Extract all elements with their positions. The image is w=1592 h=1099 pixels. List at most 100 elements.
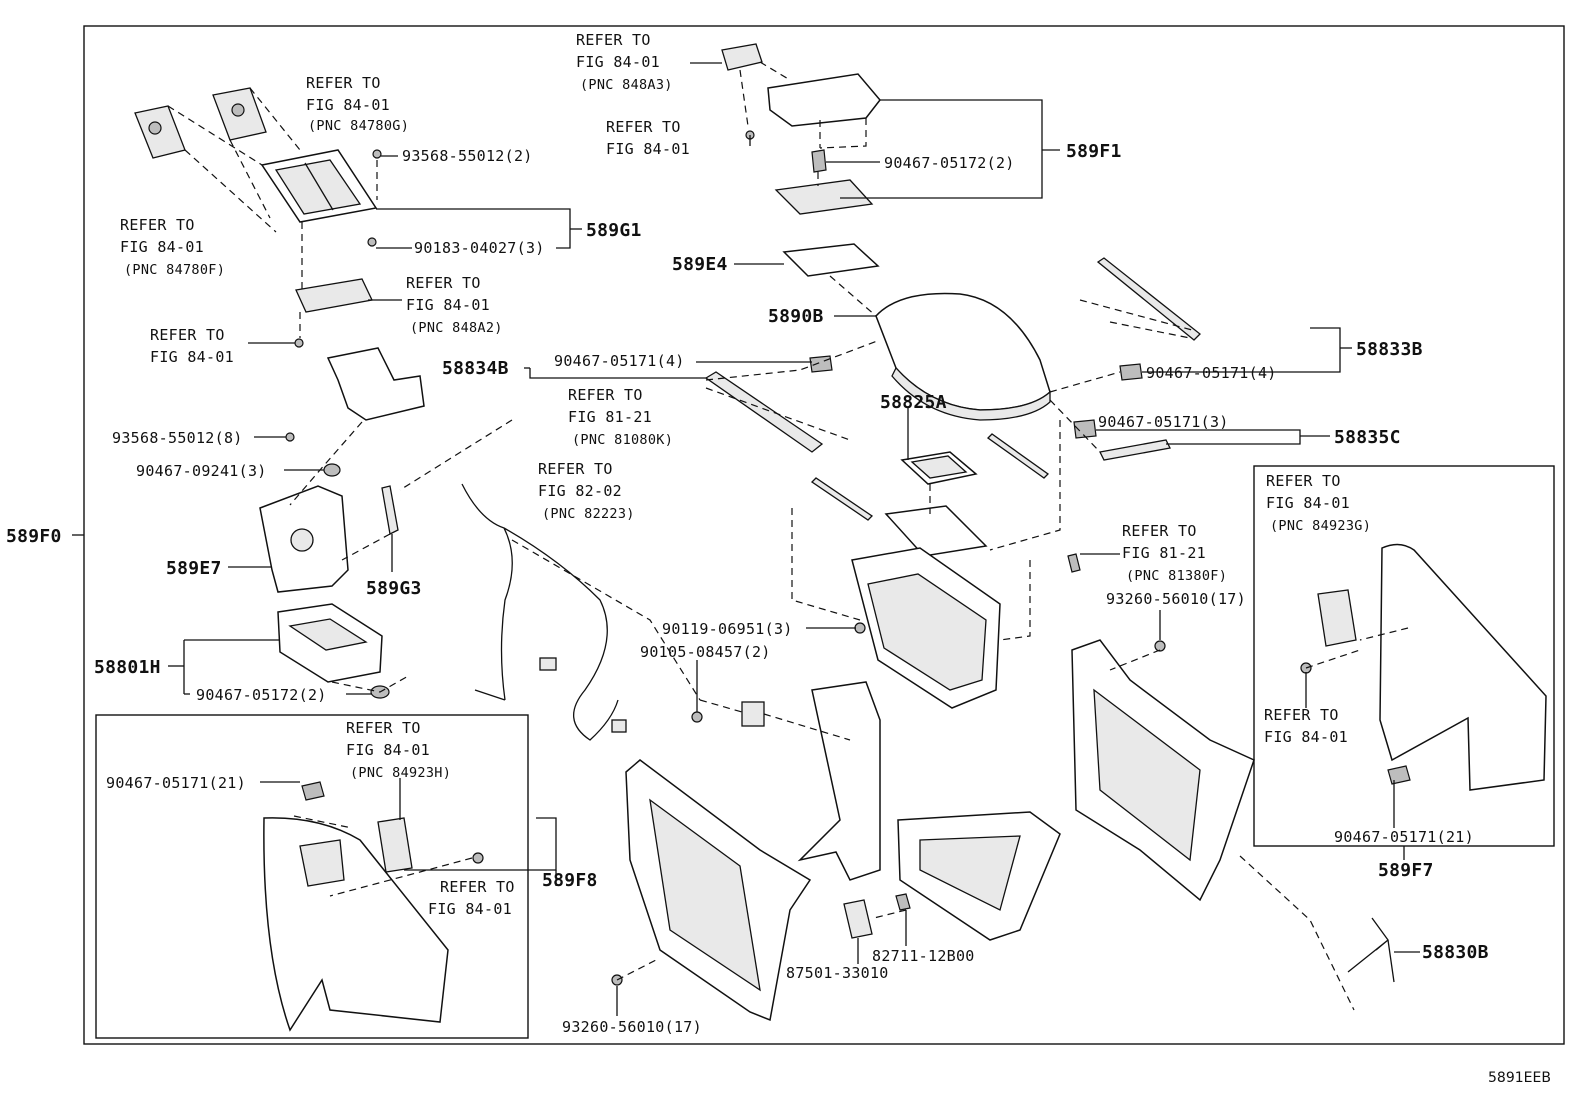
- ref-84923h-l2: FIG 84-01: [346, 741, 430, 759]
- assy-589F0: 589F0: [6, 526, 62, 547]
- ref-top-l1: REFER TO: [606, 118, 681, 136]
- part-switch-848a3: [721, 43, 763, 71]
- ref-81380f-l2: FIG 81-21: [1122, 544, 1206, 562]
- part-58834B-trim: [704, 371, 824, 453]
- part-5890B-base: [891, 366, 1051, 421]
- ref-84780f-l3: (PNC 84780F): [124, 262, 225, 278]
- ref-f8-l2: FIG 84-01: [428, 900, 512, 918]
- part-58830B-wire: [1347, 917, 1395, 983]
- part-clip-58833B: [1119, 363, 1143, 381]
- part-clip-f8: [301, 781, 325, 801]
- ref-848a3-l2: FIG 84-01: [576, 53, 660, 71]
- part-bracket-90105: [741, 701, 765, 727]
- part-589F1-pad: [774, 179, 874, 215]
- part-screw-f8: [472, 852, 484, 864]
- part-num-82711-12B00: 82711-12B00: [872, 947, 975, 965]
- ref-84923g-l3: (PNC 84923G): [1270, 518, 1371, 534]
- part-bolt-90105: [691, 711, 703, 723]
- part-switch-84923h: [377, 817, 413, 873]
- part-num-90467-05172-l: 90467-05172(2): [196, 686, 327, 704]
- ref-84923g-l2: FIG 84-01: [1266, 494, 1350, 512]
- ref-84780f-l1: REFER TO: [120, 216, 195, 234]
- part-switch-848a2: [295, 278, 373, 313]
- part-58833B-trim: [1096, 257, 1201, 341]
- part-nut-90183: [367, 237, 377, 247]
- part-bracket-upper: [326, 347, 425, 421]
- part-console-box-inner: [867, 573, 987, 691]
- ref-848a3-l1: REFER TO: [576, 31, 651, 49]
- part-num-93568-55012-8: 93568-55012(8): [112, 429, 243, 447]
- ref-81080k-l1: REFER TO: [568, 386, 643, 404]
- part-num-87501-33010: 87501-33010: [786, 964, 889, 982]
- ref-81080k-l2: FIG 81-21: [568, 408, 652, 426]
- ref-f7-l1: REFER TO: [1264, 706, 1339, 724]
- part-58801H-inner: [288, 618, 368, 651]
- subframe-589F8: [95, 714, 529, 1039]
- part-589E7-hole: [290, 528, 314, 552]
- assy-589F7: 589F7: [1378, 860, 1434, 881]
- part-harness-connector-1: [539, 657, 557, 671]
- part-screw-93568-8: [285, 432, 295, 442]
- part-drawings: [134, 43, 1547, 1032]
- labels: REFER TO FIG 84-01 (PNC 848A3) REFER TO …: [6, 31, 1551, 1086]
- part-frame-right-inner: [1093, 688, 1201, 862]
- part-589G3-clip: [381, 485, 399, 535]
- ref-848a2-l1: REFER TO: [406, 274, 481, 292]
- assy-58833B: 58833B: [1356, 339, 1423, 360]
- part-num-90105-08457: 90105-08457(2): [640, 643, 771, 661]
- assy-58830B: 58830B: [1422, 942, 1489, 963]
- ref-84923h-l1: REFER TO: [346, 719, 421, 737]
- part-589E4: [782, 243, 880, 277]
- assy-58825A: 58825A: [880, 392, 947, 413]
- leader-lines: [168, 62, 1420, 1016]
- assy-589G3: 589G3: [366, 578, 422, 599]
- part-num-90467-05171-4-r: 90467-05171(4): [1146, 364, 1277, 382]
- part-num-93260-56010-r: 93260-56010(17): [1106, 590, 1246, 608]
- diagram-id: 5891EEB: [1488, 1070, 1551, 1086]
- ref-848a2-l3: (PNC 848A2): [410, 320, 503, 336]
- ref-left-l1: REFER TO: [150, 326, 225, 344]
- part-clip-90467-09241: [323, 463, 341, 477]
- ref-f8-l1: REFER TO: [440, 878, 515, 896]
- ref-84780g-l2: FIG 84-01: [306, 96, 390, 114]
- ref-82223-l2: FIG 82-02: [538, 482, 622, 500]
- part-num-90183-04027: 90183-04027(3): [414, 239, 545, 257]
- ref-81080k-l3: (PNC 81080K): [572, 432, 673, 448]
- ref-84780f-l2: FIG 84-01: [120, 238, 204, 256]
- part-clip-f7: [1387, 765, 1411, 785]
- part-bolt-90119: [854, 622, 866, 634]
- part-num-90467-05172-top: 90467-05172(2): [884, 154, 1015, 172]
- part-589F1-lid: [767, 73, 881, 127]
- ref-f7-l2: FIG 84-01: [1264, 728, 1348, 746]
- assy-58801H: 58801H: [94, 657, 161, 678]
- part-frame-left-inner: [649, 798, 761, 992]
- part-589G1-inner: [274, 159, 362, 215]
- part-clip-58835C: [1073, 419, 1097, 439]
- ref-848a3-l3: (PNC 848A3): [580, 77, 673, 93]
- part-switch-84923g: [1317, 589, 1357, 647]
- assy-589E4: 589E4: [672, 254, 728, 275]
- assy-589G1: 589G1: [586, 220, 642, 241]
- part-wire-harness: [461, 483, 619, 741]
- ref-848a2-l2: FIG 84-01: [406, 296, 490, 314]
- assembly-lines: [167, 61, 1409, 1011]
- part-screw-left-refer: [294, 338, 304, 348]
- part-frame-center: [797, 681, 881, 881]
- ref-81380f-l1: REFER TO: [1122, 522, 1197, 540]
- ref-top-l2: FIG 84-01: [606, 140, 690, 158]
- part-589G1-divider: [304, 162, 334, 211]
- part-589F8-panel: [263, 817, 449, 1032]
- ref-82223-l3: (PNC 82223): [542, 506, 635, 522]
- ref-84923h-l3: (PNC 84923H): [350, 765, 451, 781]
- assy-589E7: 589E7: [166, 558, 222, 579]
- part-switch-84780g-btn: [231, 103, 245, 117]
- part-589F1-clip: [811, 149, 827, 173]
- part-screw-93260-r: [1154, 640, 1166, 652]
- part-num-90467-05171-4-l: 90467-05171(4): [554, 352, 685, 370]
- assy-58835C: 58835C: [1334, 427, 1401, 448]
- part-num-90119-06951: 90119-06951(3): [662, 620, 793, 638]
- assy-58834B: 58834B: [442, 358, 509, 379]
- part-num-93568-55012-2: 93568-55012(2): [402, 147, 533, 165]
- part-num-90467-05171-3: 90467-05171(3): [1098, 413, 1229, 431]
